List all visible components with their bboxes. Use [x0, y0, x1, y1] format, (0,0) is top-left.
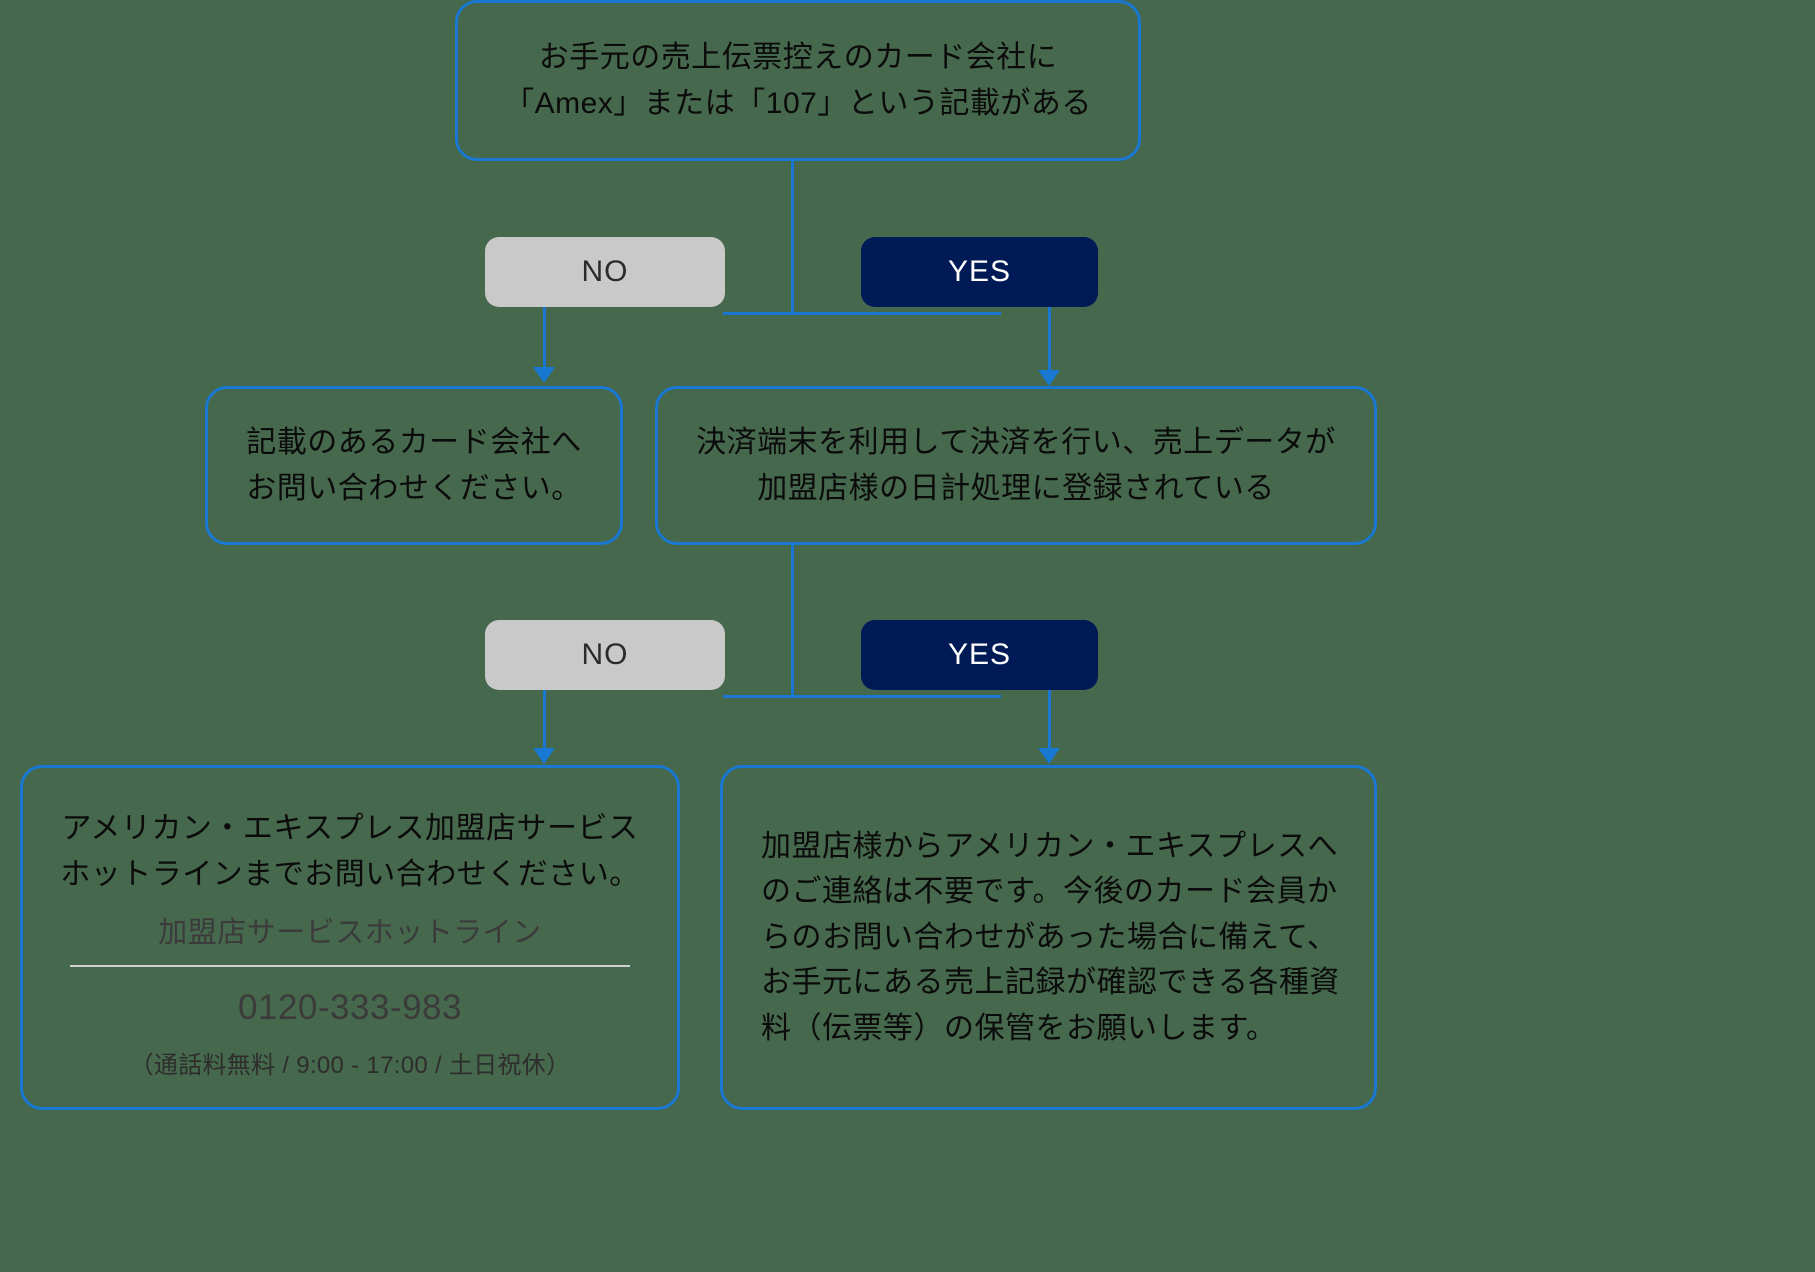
arrowhead-no1 — [533, 367, 555, 383]
decision-2-yes-label: YES — [947, 638, 1012, 671]
outcome-no-2-line-2: ホットラインまでお問い合わせください。 — [60, 857, 640, 891]
outcome-no-2-box: アメリカン・エキスプレス加盟店サービス ホットラインまでお問い合わせください。 … — [20, 765, 680, 1110]
connector-no1-down — [543, 307, 546, 369]
arrowhead-yes2 — [1038, 748, 1060, 764]
question-2-line-2: 加盟店様の日計処理に登録されている — [757, 471, 1275, 505]
hotline-hours: （通話料無料 / 9:00 - 17:00 / 土日祝休） — [129, 1052, 571, 1080]
hotline-block: 加盟店サービスホットライン 0120-333-983 （通話料無料 / 9:00… — [45, 911, 655, 1085]
outcome-yes-2-line-3: らのお問い合わせがあった場合に備えて、 — [761, 920, 1338, 954]
connector-yes2-down — [1048, 690, 1051, 750]
outcome-no-1-line-2: お問い合わせください。 — [246, 471, 582, 505]
question-2-line-1: 決済端末を利用して決済を行い、売上データが — [696, 425, 1336, 459]
arrowhead-no2 — [533, 748, 555, 764]
connector-q1-down — [791, 161, 794, 314]
connector-yes1-down — [1048, 307, 1051, 372]
outcome-yes-2-line-4: お手元にある売上記録が確認できる各種資 — [761, 966, 1340, 1000]
outcome-no-1-box: 記載のあるカード会社へ お問い合わせください。 — [205, 386, 623, 545]
outcome-yes-2-line-1: 加盟店様からアメリカン・エキスプレスへ — [761, 829, 1339, 863]
outcome-no-2-line-1: アメリカン・エキスプレス加盟店サービス — [61, 812, 639, 845]
hotline-divider — [70, 965, 630, 968]
outcome-no-1-line-1: 記載のあるカード会社へ — [246, 425, 582, 459]
decision-1-yes-button[interactable]: YES — [861, 237, 1098, 307]
connector-no2-down — [543, 690, 546, 750]
connector-decision-2-bar — [723, 695, 1001, 698]
outcome-yes-2-line-2: のご連絡は不要です。今後のカード会員か — [761, 875, 1338, 909]
arrowhead-yes1 — [1038, 370, 1060, 386]
hotline-label: 加盟店サービスホットライン — [158, 917, 542, 950]
question-1-line-2: 「Amex」または「107」という記載がある — [504, 86, 1092, 120]
decision-2-yes-button[interactable]: YES — [861, 620, 1098, 690]
decision-1-no-label: NO — [581, 255, 629, 288]
connector-decision-1-bar — [723, 312, 1001, 315]
question-1-box: お手元の売上伝票控えのカード会社に 「Amex」または「107」という記載がある — [455, 0, 1141, 161]
outcome-yes-2-line-5: 料（伝票等）の保管をお願いします。 — [761, 1011, 1277, 1045]
connector-q2-down — [791, 545, 794, 697]
question-2-box: 決済端末を利用して決済を行い、売上データが 加盟店様の日計処理に登録されている — [655, 386, 1377, 545]
outcome-yes-2-box: 加盟店様からアメリカン・エキスプレスへ のご連絡は不要です。今後のカード会員か … — [720, 765, 1377, 1110]
question-1-line-1: お手元の売上伝票控えのカード会社に — [538, 40, 1058, 74]
decision-1-no-button[interactable]: NO — [485, 237, 725, 307]
decision-2-no-button[interactable]: NO — [485, 620, 725, 690]
decision-2-no-label: NO — [581, 638, 629, 671]
hotline-phone-number[interactable]: 0120-333-983 — [238, 988, 462, 1028]
decision-1-yes-label: YES — [947, 255, 1012, 288]
